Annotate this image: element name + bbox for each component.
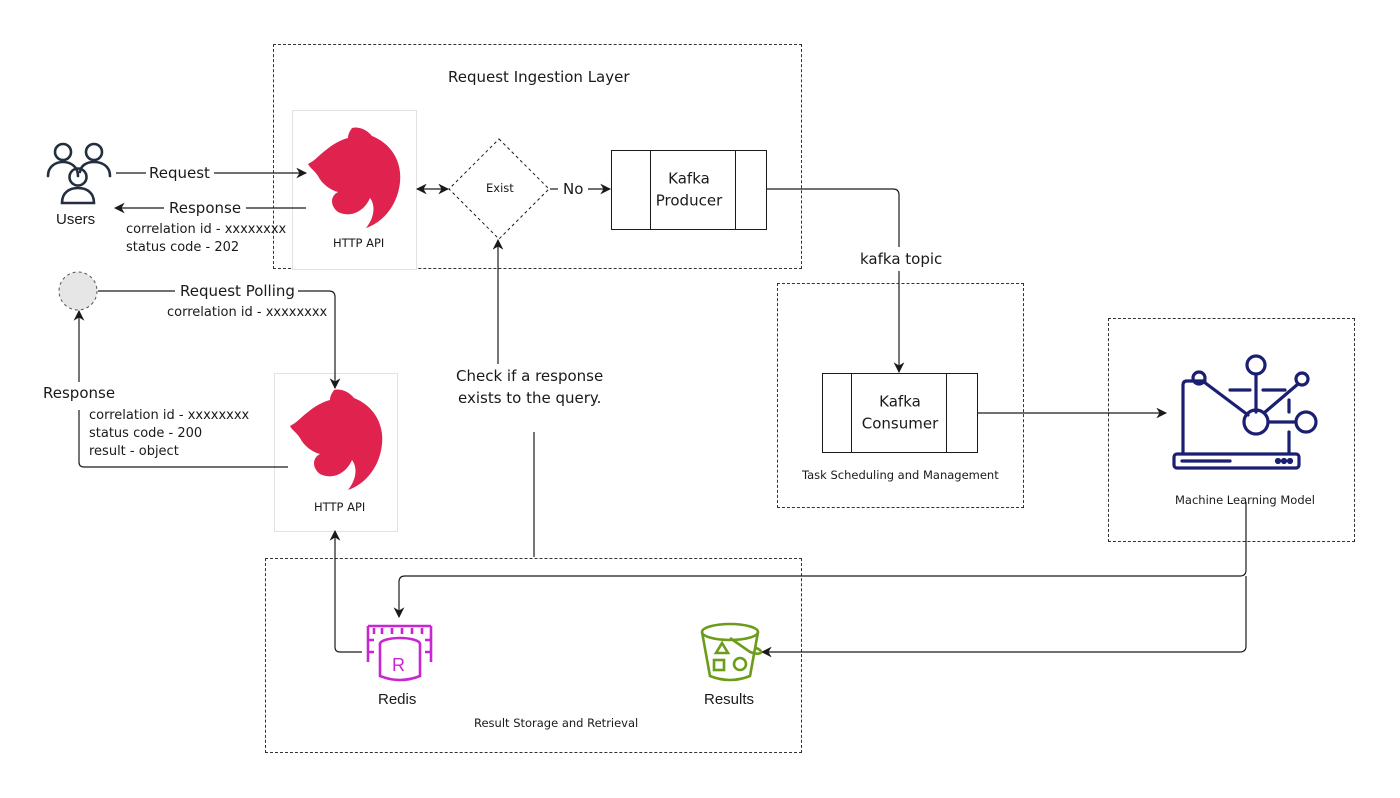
edge-label-response-top: Response bbox=[169, 199, 242, 217]
kafka-consumer-label-1: Kafka bbox=[879, 392, 921, 411]
check-note-line-1: Check if a response bbox=[456, 367, 604, 385]
group-result-storage bbox=[265, 558, 802, 753]
polling-client-node bbox=[58, 271, 98, 311]
edge-label-kafka-topic: kafka topic bbox=[860, 250, 943, 268]
request-polling-detail: correlation id - xxxxxxxx bbox=[167, 305, 328, 320]
results-label: Results bbox=[704, 691, 755, 708]
redis-label: Redis bbox=[378, 691, 417, 708]
group-ml-model bbox=[1108, 318, 1355, 542]
exist-decision bbox=[448, 138, 550, 240]
redis-icon: R bbox=[366, 624, 433, 682]
kafka-producer-label-1: Kafka bbox=[668, 169, 710, 188]
edge-kafka-topic-a bbox=[766, 188, 900, 247]
edge-label-no: No bbox=[563, 180, 584, 198]
results-bucket-icon bbox=[700, 622, 763, 682]
group-request-ingestion bbox=[273, 44, 802, 269]
response-bottom-detail-2: status code - 200 bbox=[89, 426, 203, 441]
kafka-producer-label-2: Producer bbox=[655, 191, 723, 209]
edge-redis-api bbox=[329, 529, 362, 653]
group-title-ingestion: Request Ingestion Layer bbox=[448, 68, 630, 86]
http-api-bottom-label: HTTP API bbox=[314, 500, 366, 514]
nestjs-logo-top bbox=[308, 127, 401, 228]
users-label: Users bbox=[56, 211, 96, 228]
response-bottom-detail-3: result - object bbox=[89, 444, 179, 459]
edge-label-request-polling: Request Polling bbox=[180, 282, 295, 300]
edge-ml-results bbox=[760, 576, 1247, 658]
response-top-detail-1: correlation id - xxxxxxxx bbox=[126, 222, 287, 237]
users-icon bbox=[46, 142, 112, 205]
response-bottom-detail-1: correlation id - xxxxxxxx bbox=[89, 408, 250, 423]
kafka-consumer-label-2: Consumer bbox=[861, 414, 939, 432]
edge-label-request: Request bbox=[149, 164, 210, 182]
svg-text:R: R bbox=[392, 655, 405, 675]
ml-model-icon bbox=[1172, 354, 1318, 470]
edge-response-bottom bbox=[78, 410, 288, 468]
response-top-detail-2: status code - 202 bbox=[126, 240, 240, 255]
check-note-line-2: exists to the query. bbox=[458, 389, 602, 407]
exist-label: Exist bbox=[486, 181, 514, 195]
group-task-scheduling bbox=[777, 283, 1024, 508]
http-api-top-label: HTTP API bbox=[333, 236, 385, 250]
nestjs-logo-bottom bbox=[290, 389, 383, 490]
edge-label-response-bottom: Response bbox=[43, 384, 116, 402]
group-title-ml: Machine Learning Model bbox=[1175, 493, 1315, 507]
edge-ml-redis bbox=[393, 502, 1247, 619]
group-title-storage: Result Storage and Retrieval bbox=[474, 716, 639, 730]
group-title-scheduling: Task Scheduling and Management bbox=[802, 468, 999, 482]
edge-polling-b bbox=[298, 290, 341, 390]
